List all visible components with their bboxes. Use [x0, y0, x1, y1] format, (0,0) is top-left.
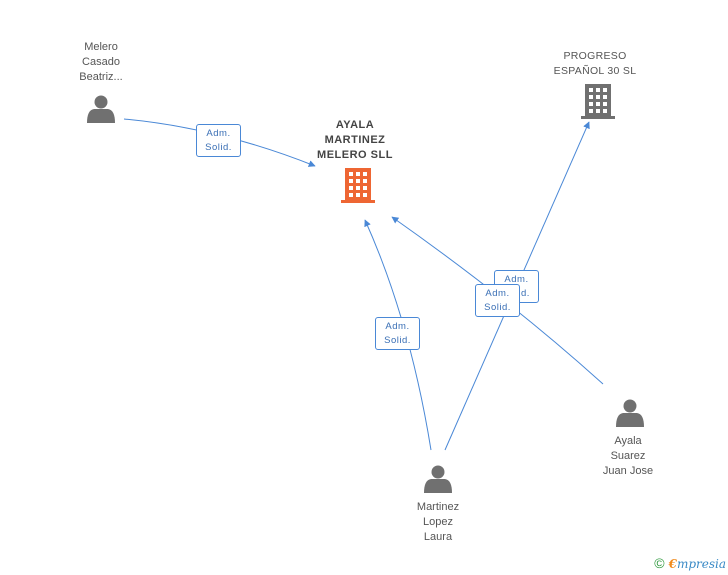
edge-label-line: Solid. [484, 302, 511, 313]
label-line: Suarez [610, 450, 646, 462]
label-line: Melero [84, 41, 118, 53]
building-icon[interactable] [341, 168, 375, 203]
node-label-main-company[interactable]: AYALA MARTINEZ MELERO SLL [300, 118, 410, 163]
person-icon[interactable] [616, 399, 644, 428]
edge-label-line: Adm. [385, 321, 410, 332]
person-icon[interactable] [424, 465, 452, 494]
edge-label-line: Adm. [206, 128, 231, 139]
label-line: PROGRESO [563, 50, 627, 62]
label-line: Lopez [423, 516, 453, 528]
node-label-martinez[interactable]: Martinez Lopez Laura [396, 500, 480, 545]
label-line: Juan Jose [602, 465, 654, 477]
edge-label-line: Adm. [504, 274, 529, 285]
person-icon[interactable] [87, 95, 115, 124]
node-label-ayala[interactable]: Ayala Suarez Juan Jose [588, 434, 668, 479]
brand-name: €mpresia [668, 557, 726, 571]
label-line: Casado [82, 56, 120, 68]
node-label-progreso[interactable]: PROGRESO ESPAÑOL 30 SL [535, 49, 655, 79]
label-line: MELERO SLL [317, 149, 393, 161]
copyright-symbol: © [654, 555, 665, 571]
edge-label-line: Solid. [384, 335, 411, 346]
label-line: AYALA [335, 119, 375, 131]
edge-label-martinez-main[interactable]: Adm. Solid. [375, 317, 420, 350]
label-line: Martinez [416, 501, 460, 513]
edge-label-martinez-progreso[interactable]: Adm. Solid. [475, 284, 520, 317]
edge-label-line: Adm. [485, 288, 510, 299]
label-line: MARTINEZ [324, 134, 386, 146]
label-line: ESPAÑOL 30 SL [553, 65, 637, 77]
edge-label-melero-main[interactable]: Adm. Solid. [196, 124, 241, 157]
label-line: Laura [423, 531, 453, 543]
label-line: Ayala [614, 435, 642, 447]
empresia-logo: ©€mpresia [654, 555, 726, 571]
node-label-melero[interactable]: Melero Casado Beatriz... [61, 40, 141, 85]
label-line: Beatriz... [79, 71, 123, 83]
edge-label-line: Solid. [205, 142, 232, 153]
building-icon[interactable] [581, 84, 615, 119]
